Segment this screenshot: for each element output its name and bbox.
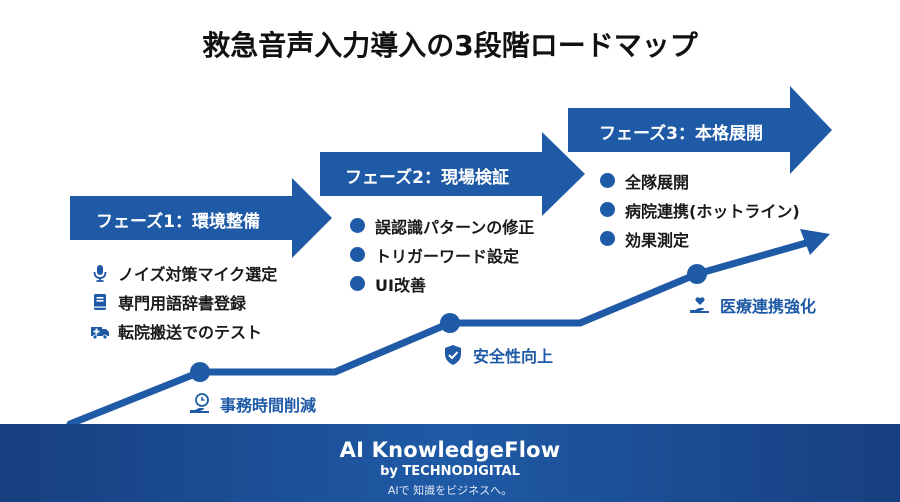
milestone-text: 安全性向上 bbox=[473, 347, 554, 366]
milestone-node-2 bbox=[440, 313, 460, 333]
milestone-node-1 bbox=[190, 362, 210, 382]
item-text: 効果測定 bbox=[625, 230, 690, 250]
milestone-text: 医療連携強化 bbox=[720, 297, 817, 316]
book-icon bbox=[94, 293, 106, 310]
list-item: 病院連携(ホットライン) bbox=[600, 195, 800, 224]
item-text: ノイズ対策マイク選定 bbox=[118, 264, 278, 284]
list-item: 効果測定 bbox=[600, 224, 800, 253]
phase-3-label: フェーズ3：本格展開 bbox=[599, 124, 763, 144]
milestone-text: 事務時間削減 bbox=[220, 396, 317, 415]
bullet-icon bbox=[350, 276, 365, 291]
item-text: 全隊展開 bbox=[625, 172, 690, 192]
phase-1-list: ノイズ対策マイク選定 専門用語辞書登録 転院搬送でのテスト bbox=[90, 258, 277, 345]
item-text: 誤認識パターンの修正 bbox=[375, 217, 535, 237]
bullet-icon bbox=[600, 202, 615, 217]
phase-2-label: フェーズ2：現場検証 bbox=[345, 168, 509, 188]
phase-1-label: フェーズ1：環境整備 bbox=[96, 212, 260, 232]
milestone-node-3 bbox=[687, 264, 707, 284]
phase-3-list: 全隊展開 病院連携(ホットライン) 効果測定 bbox=[600, 166, 800, 253]
list-item: 専門用語辞書登録 bbox=[90, 287, 277, 316]
bullet-icon bbox=[350, 218, 365, 233]
brand-name: AI KnowledgeFlow bbox=[339, 438, 561, 462]
footer-banner: AI KnowledgeFlow by TECHNODIGITAL AIで 知識… bbox=[0, 424, 900, 502]
item-text: トリガーワード設定 bbox=[375, 246, 520, 266]
list-item: UI改善 bbox=[350, 269, 534, 298]
item-text: 転院搬送でのテスト bbox=[118, 322, 263, 342]
bullet-icon bbox=[350, 247, 365, 262]
growth-line-arrowhead bbox=[800, 229, 830, 255]
list-item: ノイズ対策マイク選定 bbox=[90, 258, 277, 287]
milestone-2: 安全性向上 bbox=[441, 343, 553, 367]
phase-2-arrow bbox=[320, 132, 585, 216]
page-title: 救急音声入力導入の3段階ロードマップ bbox=[202, 29, 698, 62]
milestone-3: 医療連携強化 bbox=[688, 293, 816, 317]
phase-3-arrow bbox=[568, 86, 832, 174]
list-item: 転院搬送でのテスト bbox=[90, 316, 277, 345]
brand-byline: by TECHNODIGITAL bbox=[380, 464, 520, 479]
clock-hand-icon bbox=[190, 393, 209, 413]
phase-2-list: 誤認識パターンの修正 トリガーワード設定 UI改善 bbox=[350, 211, 534, 298]
item-text: UI改善 bbox=[375, 275, 426, 295]
list-item: 全隊展開 bbox=[600, 166, 800, 195]
bullet-icon bbox=[600, 231, 615, 246]
bullet-icon bbox=[600, 173, 615, 188]
list-item: トリガーワード設定 bbox=[350, 240, 534, 269]
milestone-1: 事務時間削減 bbox=[188, 392, 316, 416]
item-text: 専門用語辞書登録 bbox=[118, 293, 247, 313]
phase-1-arrow bbox=[70, 178, 332, 258]
shield-check-icon bbox=[445, 345, 461, 365]
heart-hand-icon bbox=[690, 297, 709, 313]
list-item: 誤認識パターンの修正 bbox=[350, 211, 534, 240]
brand-tagline: AIで 知識をビジネスへ。 bbox=[387, 484, 513, 497]
ambulance-icon bbox=[91, 326, 109, 339]
microphone-icon bbox=[93, 264, 107, 282]
item-text: 病院連携(ホットライン) bbox=[625, 201, 800, 221]
